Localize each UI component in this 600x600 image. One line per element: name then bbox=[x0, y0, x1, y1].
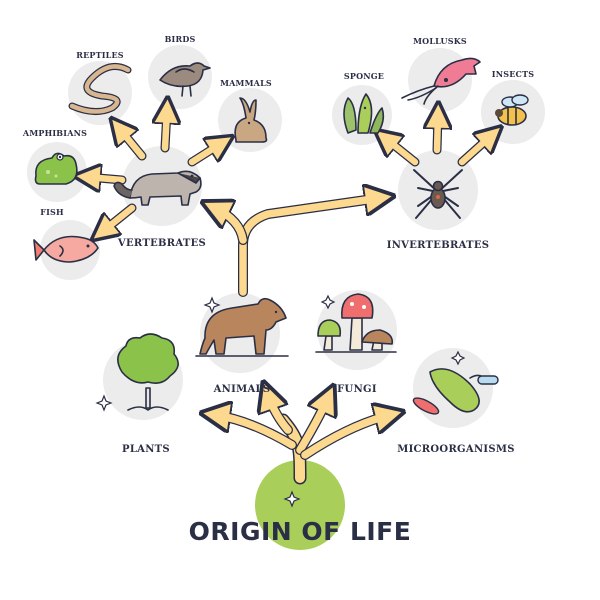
tree-icon bbox=[117, 333, 179, 411]
label-reptiles: REPTILES bbox=[76, 50, 124, 60]
label-vertebrates: VERTEBRATES bbox=[117, 238, 206, 249]
origin-branch-arrows bbox=[215, 395, 390, 485]
label-mollusks: MOLLUSKS bbox=[413, 36, 467, 46]
bear-icon bbox=[195, 297, 289, 357]
label-birds: BIRDS bbox=[165, 34, 196, 44]
title: ORIGIN OF LIFE bbox=[189, 517, 412, 546]
microbe-icon bbox=[412, 368, 499, 415]
vertebrate-arrows-fill bbox=[83, 106, 226, 236]
spider-icon bbox=[413, 169, 463, 219]
label-plants: PLANTS bbox=[122, 444, 170, 455]
sponge-icon bbox=[343, 93, 385, 134]
label-amphibians: AMPHIBIANS bbox=[22, 128, 87, 138]
origin-circle bbox=[255, 460, 345, 550]
label-microorganisms: MICROORGANISMS bbox=[397, 444, 515, 455]
squid-icon bbox=[401, 57, 481, 105]
fish-icon bbox=[33, 235, 99, 263]
label-animals: ANIMALS bbox=[213, 384, 271, 395]
rabbit-icon bbox=[234, 97, 268, 143]
label-mammals: MAMMALS bbox=[220, 78, 272, 88]
snake-icon bbox=[68, 62, 132, 115]
label-fungi: FUNGI bbox=[337, 384, 377, 395]
label-fish: FISH bbox=[40, 207, 64, 217]
invertebrate-arrows-fill bbox=[381, 111, 496, 166]
label-insects: INSECTS bbox=[492, 69, 534, 79]
sparkle-icons bbox=[95, 294, 466, 508]
frog-icon bbox=[34, 152, 78, 185]
raccoon-icon bbox=[113, 170, 202, 206]
bee-icon bbox=[495, 94, 529, 126]
label-sponge: SPONGE bbox=[344, 71, 384, 81]
label-invertebrates: INVERTEBRATES bbox=[387, 240, 490, 251]
animal-branch-arrows bbox=[215, 198, 380, 297]
bird-icon bbox=[159, 62, 211, 97]
mushroom-icon bbox=[315, 293, 397, 353]
